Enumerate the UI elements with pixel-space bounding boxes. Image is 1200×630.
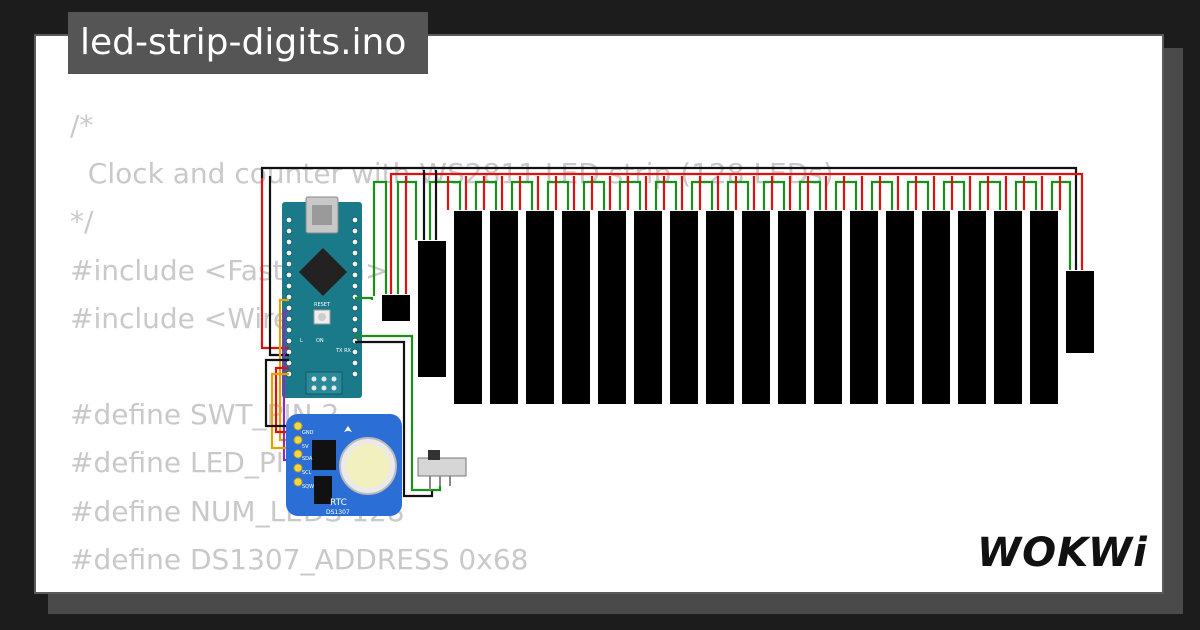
reset-button-cap: [318, 313, 326, 321]
rtc-pin-label: 5V: [302, 444, 309, 450]
rtc-pin-label: SDA: [302, 456, 313, 462]
wokwi-logo: WOKWi: [977, 530, 1148, 576]
code-line: */: [70, 205, 94, 239]
usb-port: [312, 205, 332, 225]
arduino-nano[interactable]: RESET ON L TX RX: [282, 196, 362, 398]
led-strip-segments: [382, 211, 1094, 404]
rtc-pin-label: SQW: [302, 484, 314, 490]
on-label: ON: [316, 338, 324, 344]
rtc-chip: [312, 440, 336, 470]
nano-pin-headers: [285, 216, 359, 378]
crystal: [314, 476, 332, 504]
rtc-label: RTC: [330, 498, 347, 508]
switch-body: [417, 457, 467, 477]
strip-wiring: [260, 166, 1084, 296]
reset-label: RESET: [314, 302, 331, 308]
icsp-header: [305, 371, 343, 395]
rtc-pin-pads: [293, 421, 303, 487]
coin-battery: [346, 444, 390, 488]
led-label: L: [300, 338, 303, 344]
code-line: #define DS1307_ADDRESS 0x68: [70, 542, 529, 576]
txrx-label: TX RX: [335, 348, 352, 354]
code-line: /*: [70, 109, 94, 142]
star-icon: [344, 426, 352, 432]
rtc-ds1307-module[interactable]: RTC DS1307 GND 5V SDA SCL SQW: [286, 414, 402, 516]
project-title[interactable]: led-strip-digits.ino: [68, 12, 428, 74]
code-line: #define LED_PIN 3: [70, 446, 332, 480]
rtc-pin-label: GND: [302, 430, 314, 436]
slide-switch[interactable]: [417, 450, 467, 490]
microcontroller-chip: [298, 247, 348, 297]
logo-text: WOKWi: [977, 530, 1148, 576]
nano-board: [282, 202, 362, 398]
switch-legs: [429, 476, 451, 490]
rtc-pin-label: SCL: [302, 470, 312, 476]
switch-knob[interactable]: [428, 450, 440, 460]
icsp-pins: [311, 376, 337, 391]
nano-wiring: [260, 176, 442, 498]
rtc-chip-label: DS1307: [326, 509, 350, 516]
